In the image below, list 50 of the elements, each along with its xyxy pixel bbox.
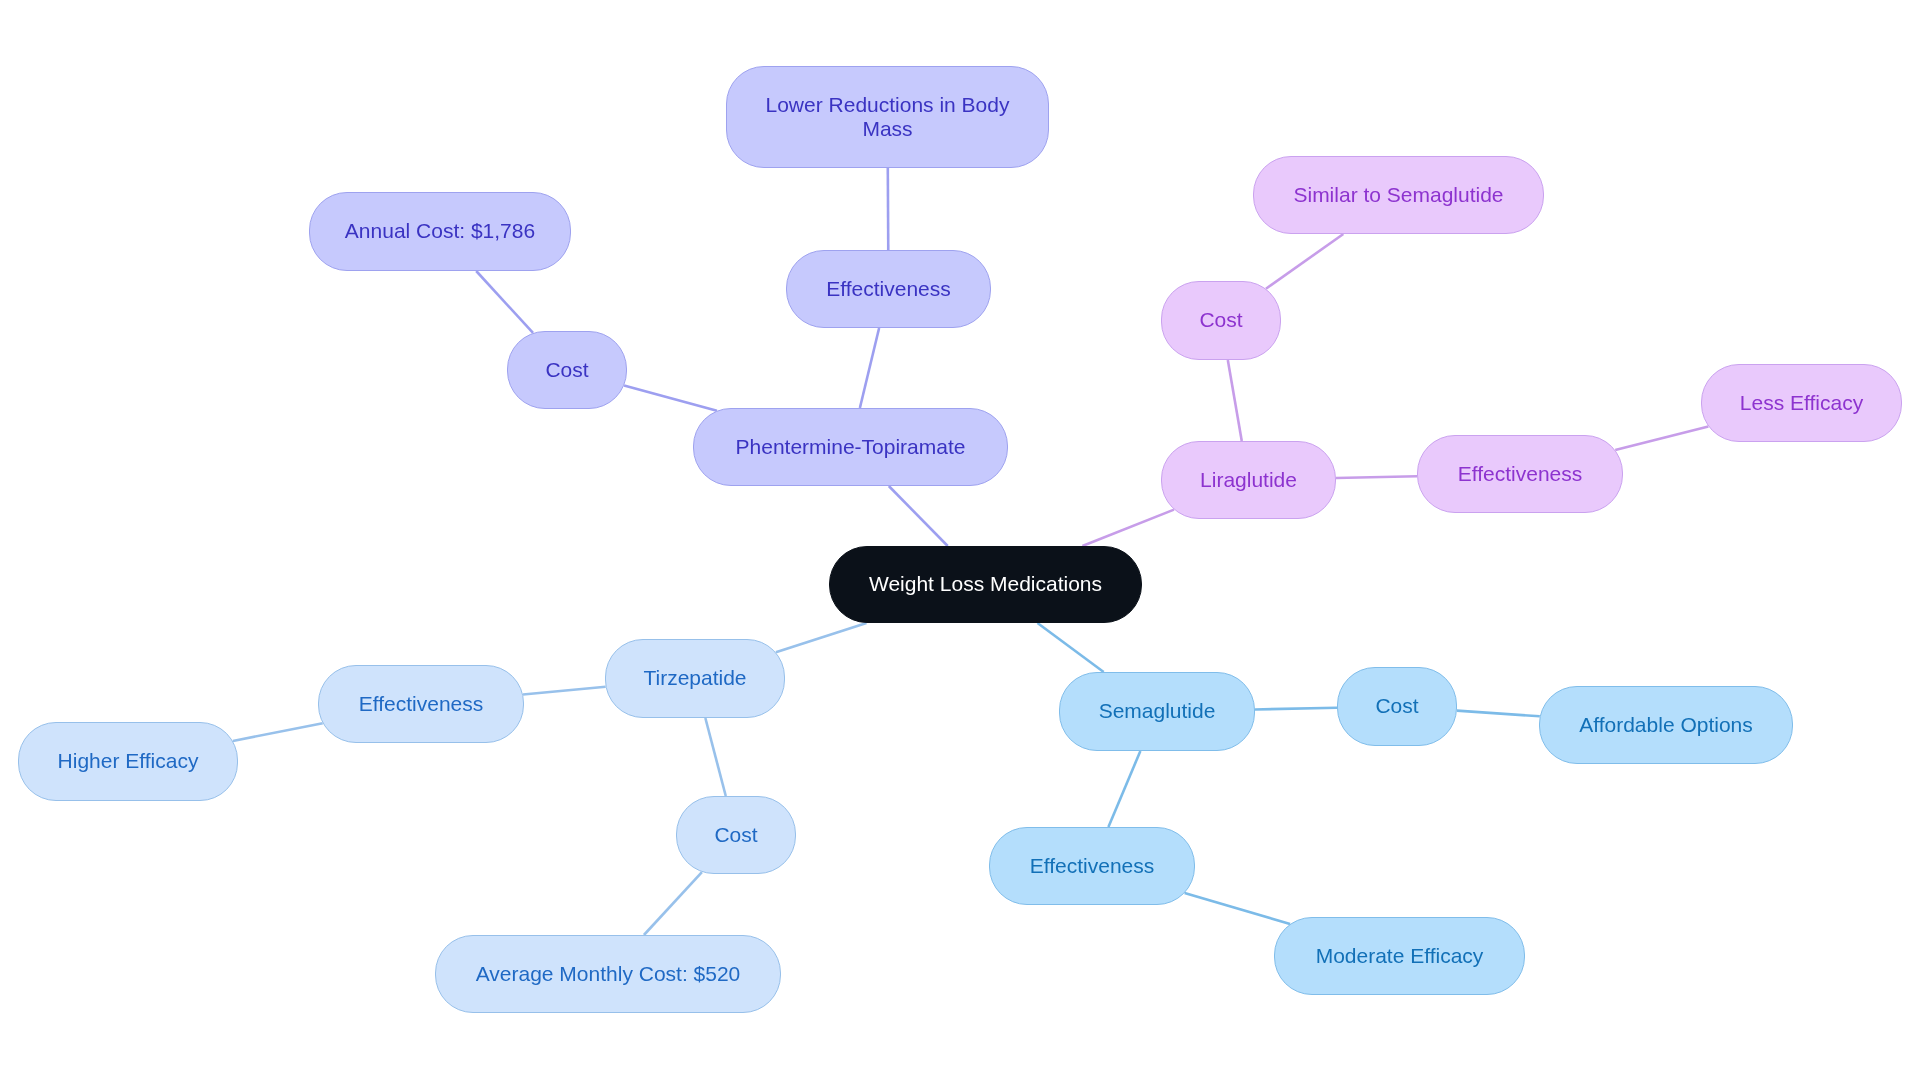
topic-node xyxy=(726,66,1049,168)
connector-line xyxy=(1456,709,1540,718)
topic-node xyxy=(1701,364,1902,442)
node-label: Effectiveness xyxy=(826,276,951,302)
connector-line xyxy=(1254,706,1338,711)
topic-node xyxy=(1274,917,1525,995)
connector-line xyxy=(886,168,890,250)
connector-line xyxy=(232,722,323,743)
connector-line xyxy=(704,717,728,797)
topic-node xyxy=(1417,435,1623,513)
connector-line xyxy=(1184,891,1291,926)
connector-line xyxy=(1036,621,1105,674)
node-label: Cost xyxy=(545,357,589,383)
node-label: Moderate Efficacy xyxy=(1315,943,1484,969)
node-label: Tirzepatide xyxy=(643,666,747,691)
connector-line xyxy=(858,327,881,409)
connector-line xyxy=(1265,232,1345,290)
node-label: Cost xyxy=(714,822,758,848)
connector-line xyxy=(775,621,867,654)
node-label: Similar to Semaglutide xyxy=(1293,182,1504,208)
topic-node xyxy=(989,827,1195,905)
connector-line xyxy=(1081,508,1175,548)
node-label: Weight Loss Medications xyxy=(868,572,1103,597)
connector-line xyxy=(1335,475,1418,480)
connector-line xyxy=(1614,425,1709,452)
topic-node xyxy=(18,722,238,801)
topic-node xyxy=(318,665,524,743)
connector-line xyxy=(1107,750,1142,828)
node-label: Less Efficacy xyxy=(1739,390,1864,416)
node-label: Liraglutide xyxy=(1200,467,1297,493)
topic-node xyxy=(1161,441,1336,519)
node-label: Higher Efficacy xyxy=(57,749,199,774)
node-label: Lower Reductions in Body Mass xyxy=(764,92,1011,142)
node-label: Affordable Options xyxy=(1579,712,1753,738)
node-label: Effectiveness xyxy=(358,691,484,717)
topic-node xyxy=(605,639,785,718)
connector-line xyxy=(642,871,703,936)
connector-line xyxy=(623,384,718,412)
node-label: Annual Cost: $1,786 xyxy=(344,219,536,244)
node-label: Effectiveness xyxy=(1457,461,1583,487)
node-label: Average Monthly Cost: $520 xyxy=(475,961,741,987)
node-label: Effectiveness xyxy=(1029,853,1155,879)
node-label: Semaglutide xyxy=(1098,699,1216,724)
node-label: Cost xyxy=(1199,308,1243,333)
connector-line xyxy=(1226,359,1244,442)
node-label: Phentermine-Topiramate xyxy=(735,434,966,460)
connector-line xyxy=(475,270,534,334)
node-label: Cost xyxy=(1375,694,1419,719)
connector-line xyxy=(887,485,949,547)
connector-line xyxy=(522,685,606,696)
